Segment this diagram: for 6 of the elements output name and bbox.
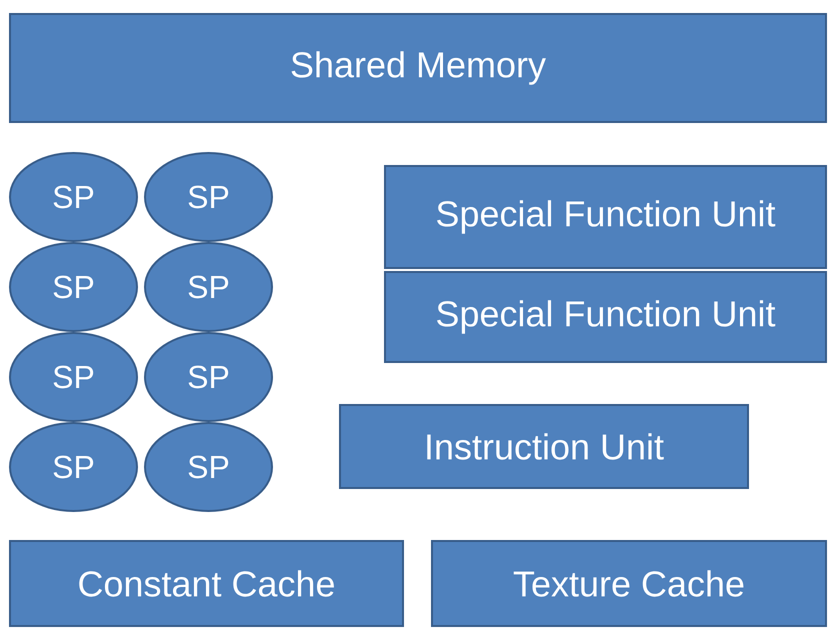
unit-box: Shared Memory (9, 13, 827, 123)
unit-box: Texture Cache (431, 540, 827, 627)
unit-box: Special Function Unit (384, 165, 827, 269)
unit-box: Instruction Unit (339, 404, 749, 489)
unit-box: Special Function Unit (384, 271, 827, 363)
unit-box: Constant Cache (9, 540, 404, 627)
